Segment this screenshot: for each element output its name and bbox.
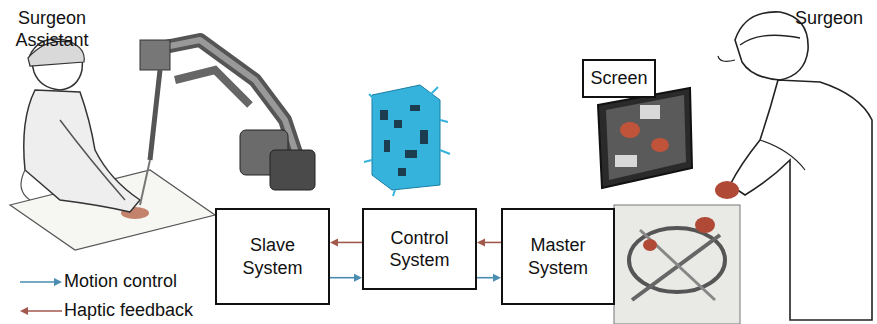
legend-text: Haptic feedback xyxy=(64,300,193,322)
box-text: Slave System xyxy=(232,234,314,279)
process-box: Control System xyxy=(362,208,477,290)
role-label: Surgeon Assistant xyxy=(4,8,100,51)
legend-text: Motion control xyxy=(64,271,177,293)
screen-label-box: Screen xyxy=(582,59,656,98)
box-text: Master System xyxy=(517,234,599,279)
legend-arrow xyxy=(20,278,62,315)
connector-arrow xyxy=(330,238,362,246)
role-label: Surgeon xyxy=(795,8,863,30)
connector-arrow xyxy=(330,274,362,282)
process-box: Master System xyxy=(501,208,615,305)
process-box: Slave System xyxy=(215,208,330,305)
box-text: Control System xyxy=(379,227,461,272)
box-text: Screen xyxy=(590,67,647,90)
connector-arrow xyxy=(477,238,501,246)
connector-arrow xyxy=(477,274,501,282)
